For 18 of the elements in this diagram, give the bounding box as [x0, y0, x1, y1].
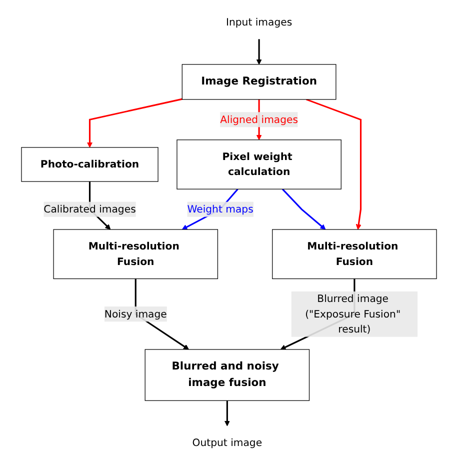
- node-box: Image Registration: [182, 64, 336, 100]
- arrow: [282, 188, 326, 230]
- node-box: Pixel weight calculation: [176, 140, 342, 190]
- arrow: [224, 400, 230, 426]
- arrow: [86, 98, 182, 148]
- node-box: Multi-resolution Fusion: [53, 229, 218, 280]
- edge-label: Weight maps: [187, 202, 254, 215]
- edge-label: Aligned images: [220, 113, 298, 126]
- node-text: Output image: [192, 436, 262, 449]
- node-box: Blurred and noisy image fusion: [144, 349, 310, 401]
- arrow: [306, 98, 362, 230]
- edge-label: Blurred image ("Exposure Fusion" result): [305, 292, 401, 335]
- arrow: [256, 39, 262, 65]
- edge-label: Calibrated images: [44, 202, 136, 215]
- node-text: Input images: [226, 16, 292, 28]
- node-box: Multi-resolution Fusion: [272, 229, 437, 280]
- node-box: Photo-calibration: [21, 147, 158, 182]
- edge-label: Noisy image: [104, 308, 167, 320]
